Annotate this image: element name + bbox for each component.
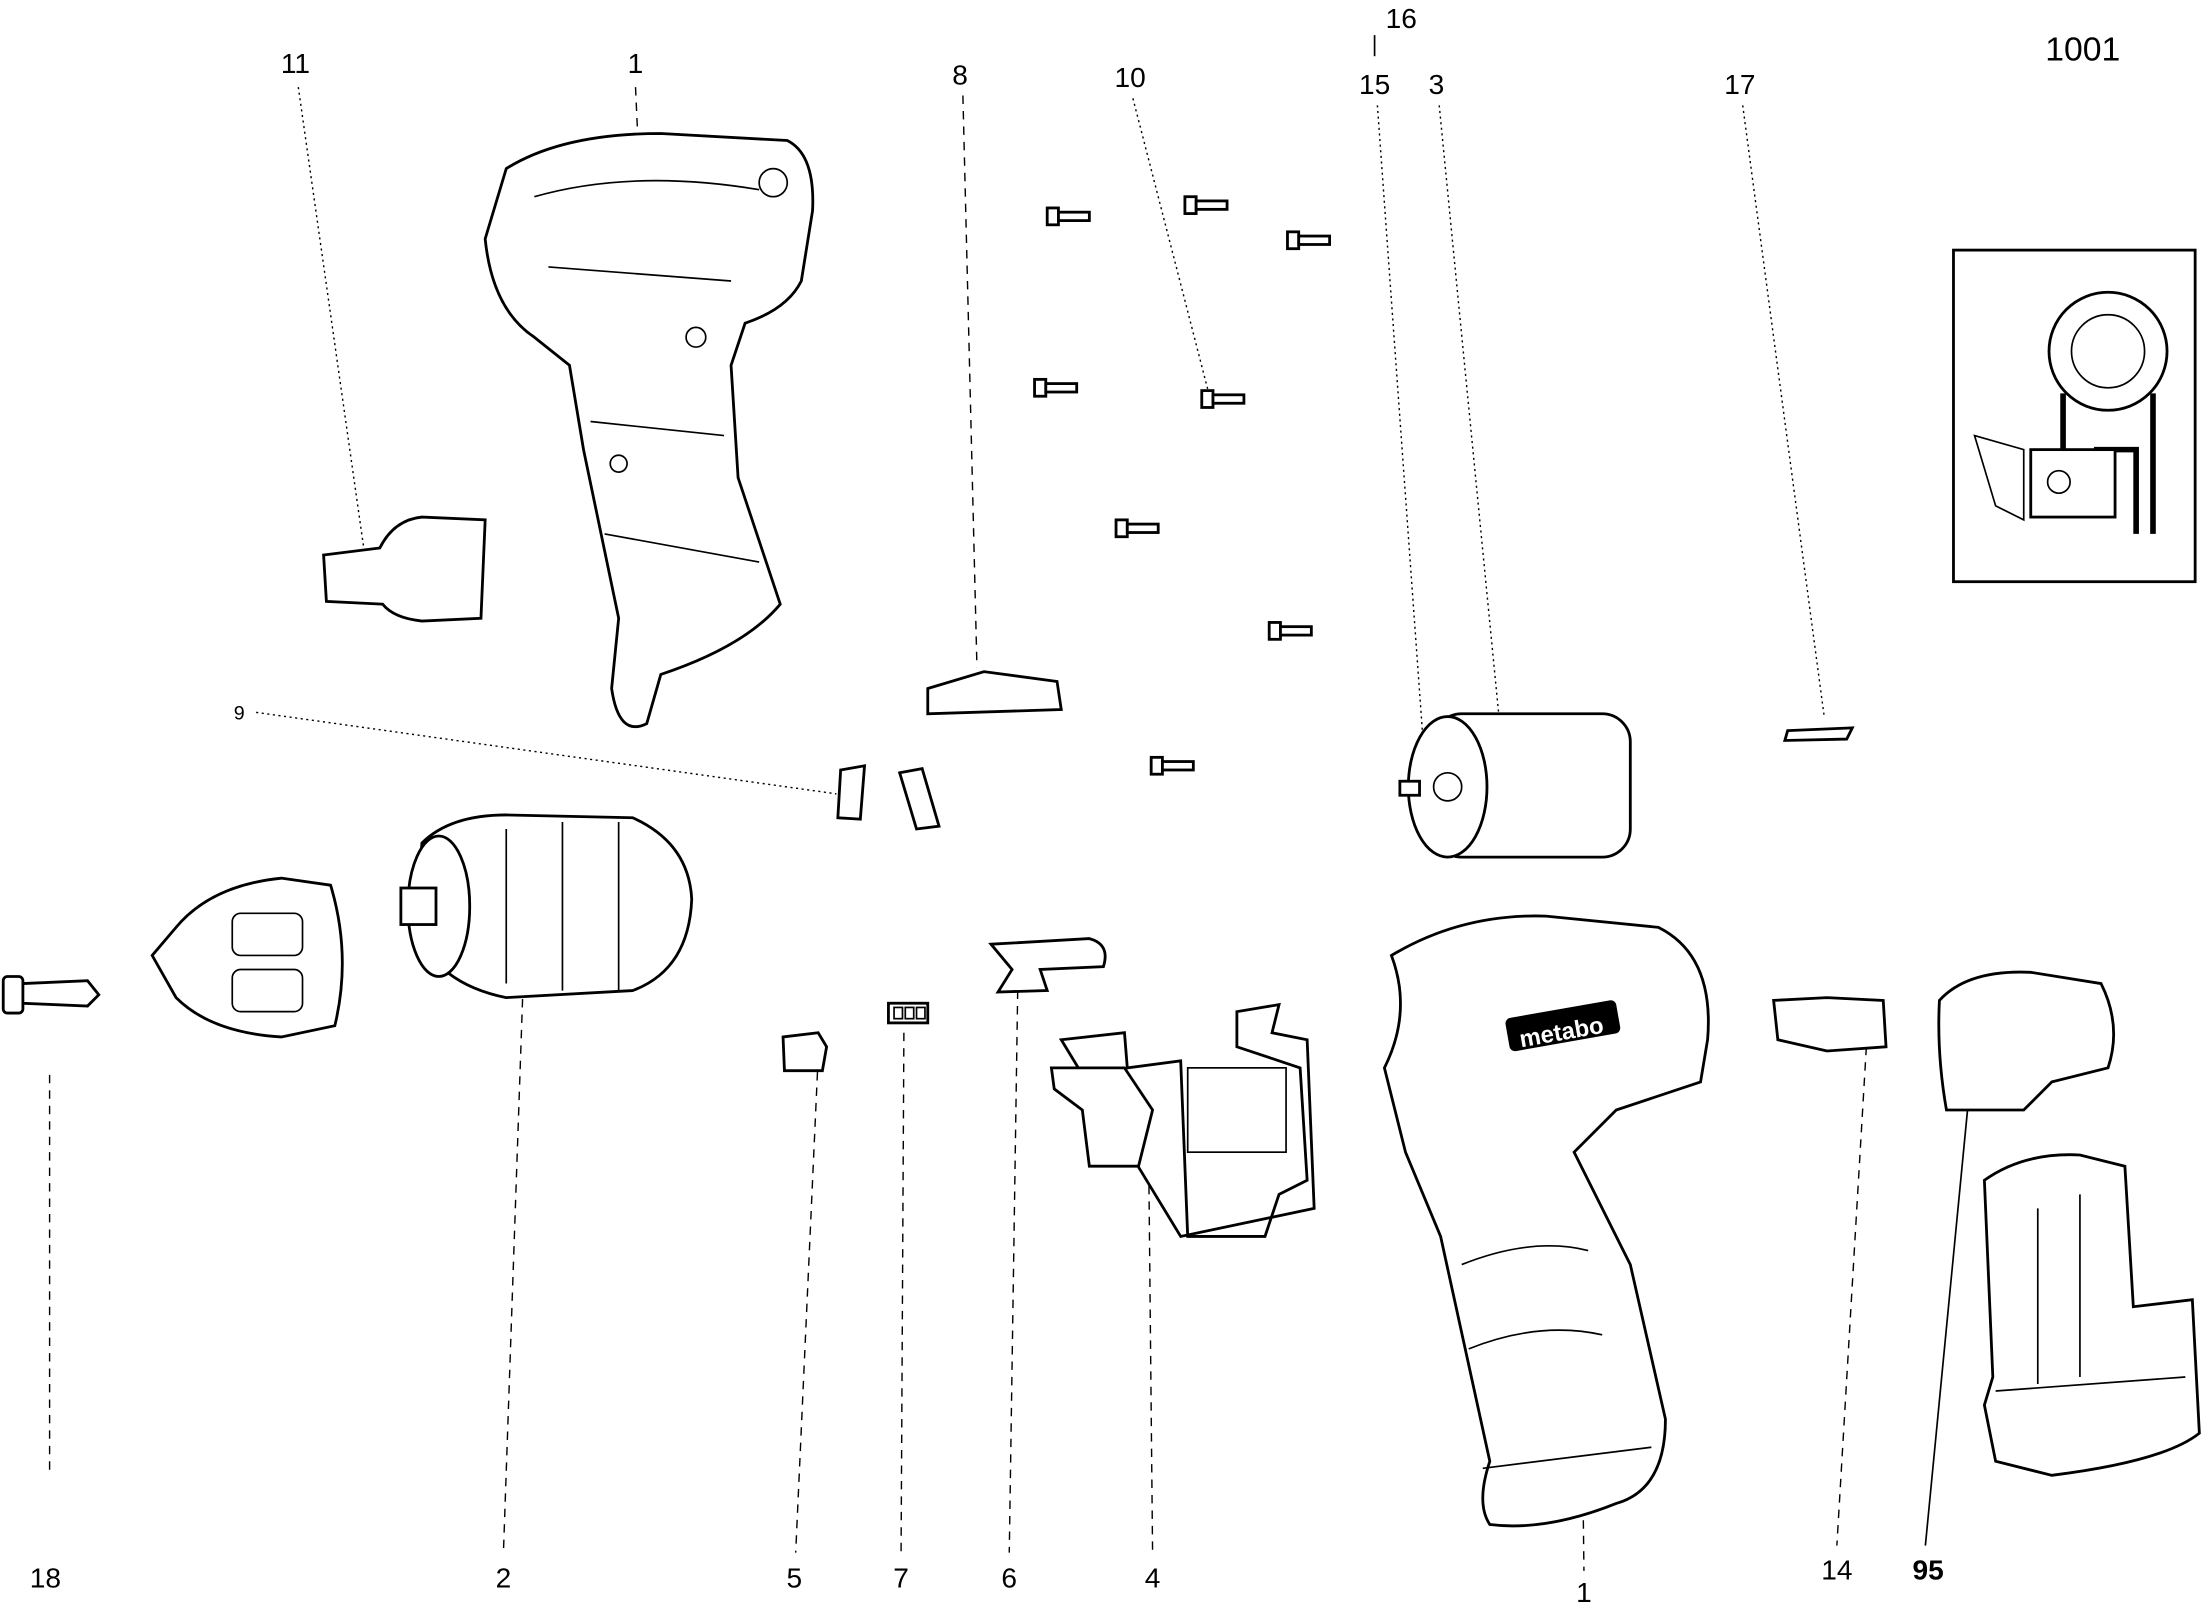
part-6-switch-lever [988,937,1107,994]
part-11-label-plate [322,515,487,623]
part-2-gearbox [399,813,694,1000]
label-15: 15 [1359,69,1390,100]
part-10-screws [1033,195,1332,776]
part-8-slider [926,670,1063,716]
part-3-motor [1398,712,1632,859]
part-4-switch [1049,1002,1316,1239]
label-1-top: 1 [628,48,644,79]
label-7: 7 [893,1563,909,1594]
label-9: 9 [234,702,245,724]
part-5 [781,1031,829,1073]
battery-cap [1937,970,2116,1112]
part-17-plate [1782,726,1855,742]
part-95-battery-pack [1982,1153,2201,1477]
label-95: 95 [1913,1554,1944,1585]
label-18: 18 [30,1563,61,1594]
label-16: 16 [1386,3,1417,34]
page-number: 1001 [2045,30,2120,68]
label-4: 4 [1145,1563,1161,1594]
part-14 [1772,996,1888,1053]
part-1-housing-assembled: metabo [1382,914,1710,1528]
label-17: 17 [1724,69,1755,100]
label-8: 8 [952,59,968,90]
part-9-clip-a [836,764,867,821]
part-18-screw [1,975,101,1015]
chuck [150,876,344,1039]
label-1-bottom: 1 [1576,1577,1592,1606]
label-2: 2 [496,1563,512,1594]
label-5: 5 [786,1563,802,1594]
leader-lines [48,35,1969,1571]
label-14: 14 [1821,1554,1852,1585]
part-9-clip-b [897,766,941,831]
wiring-inset [1952,248,2197,584]
label-10: 10 [1114,62,1145,93]
part-1-housing-half [483,132,815,729]
part-7 [887,1001,930,1025]
label-11: 11 [281,48,310,79]
label-6: 6 [1001,1563,1017,1594]
label-3: 3 [1429,69,1445,100]
